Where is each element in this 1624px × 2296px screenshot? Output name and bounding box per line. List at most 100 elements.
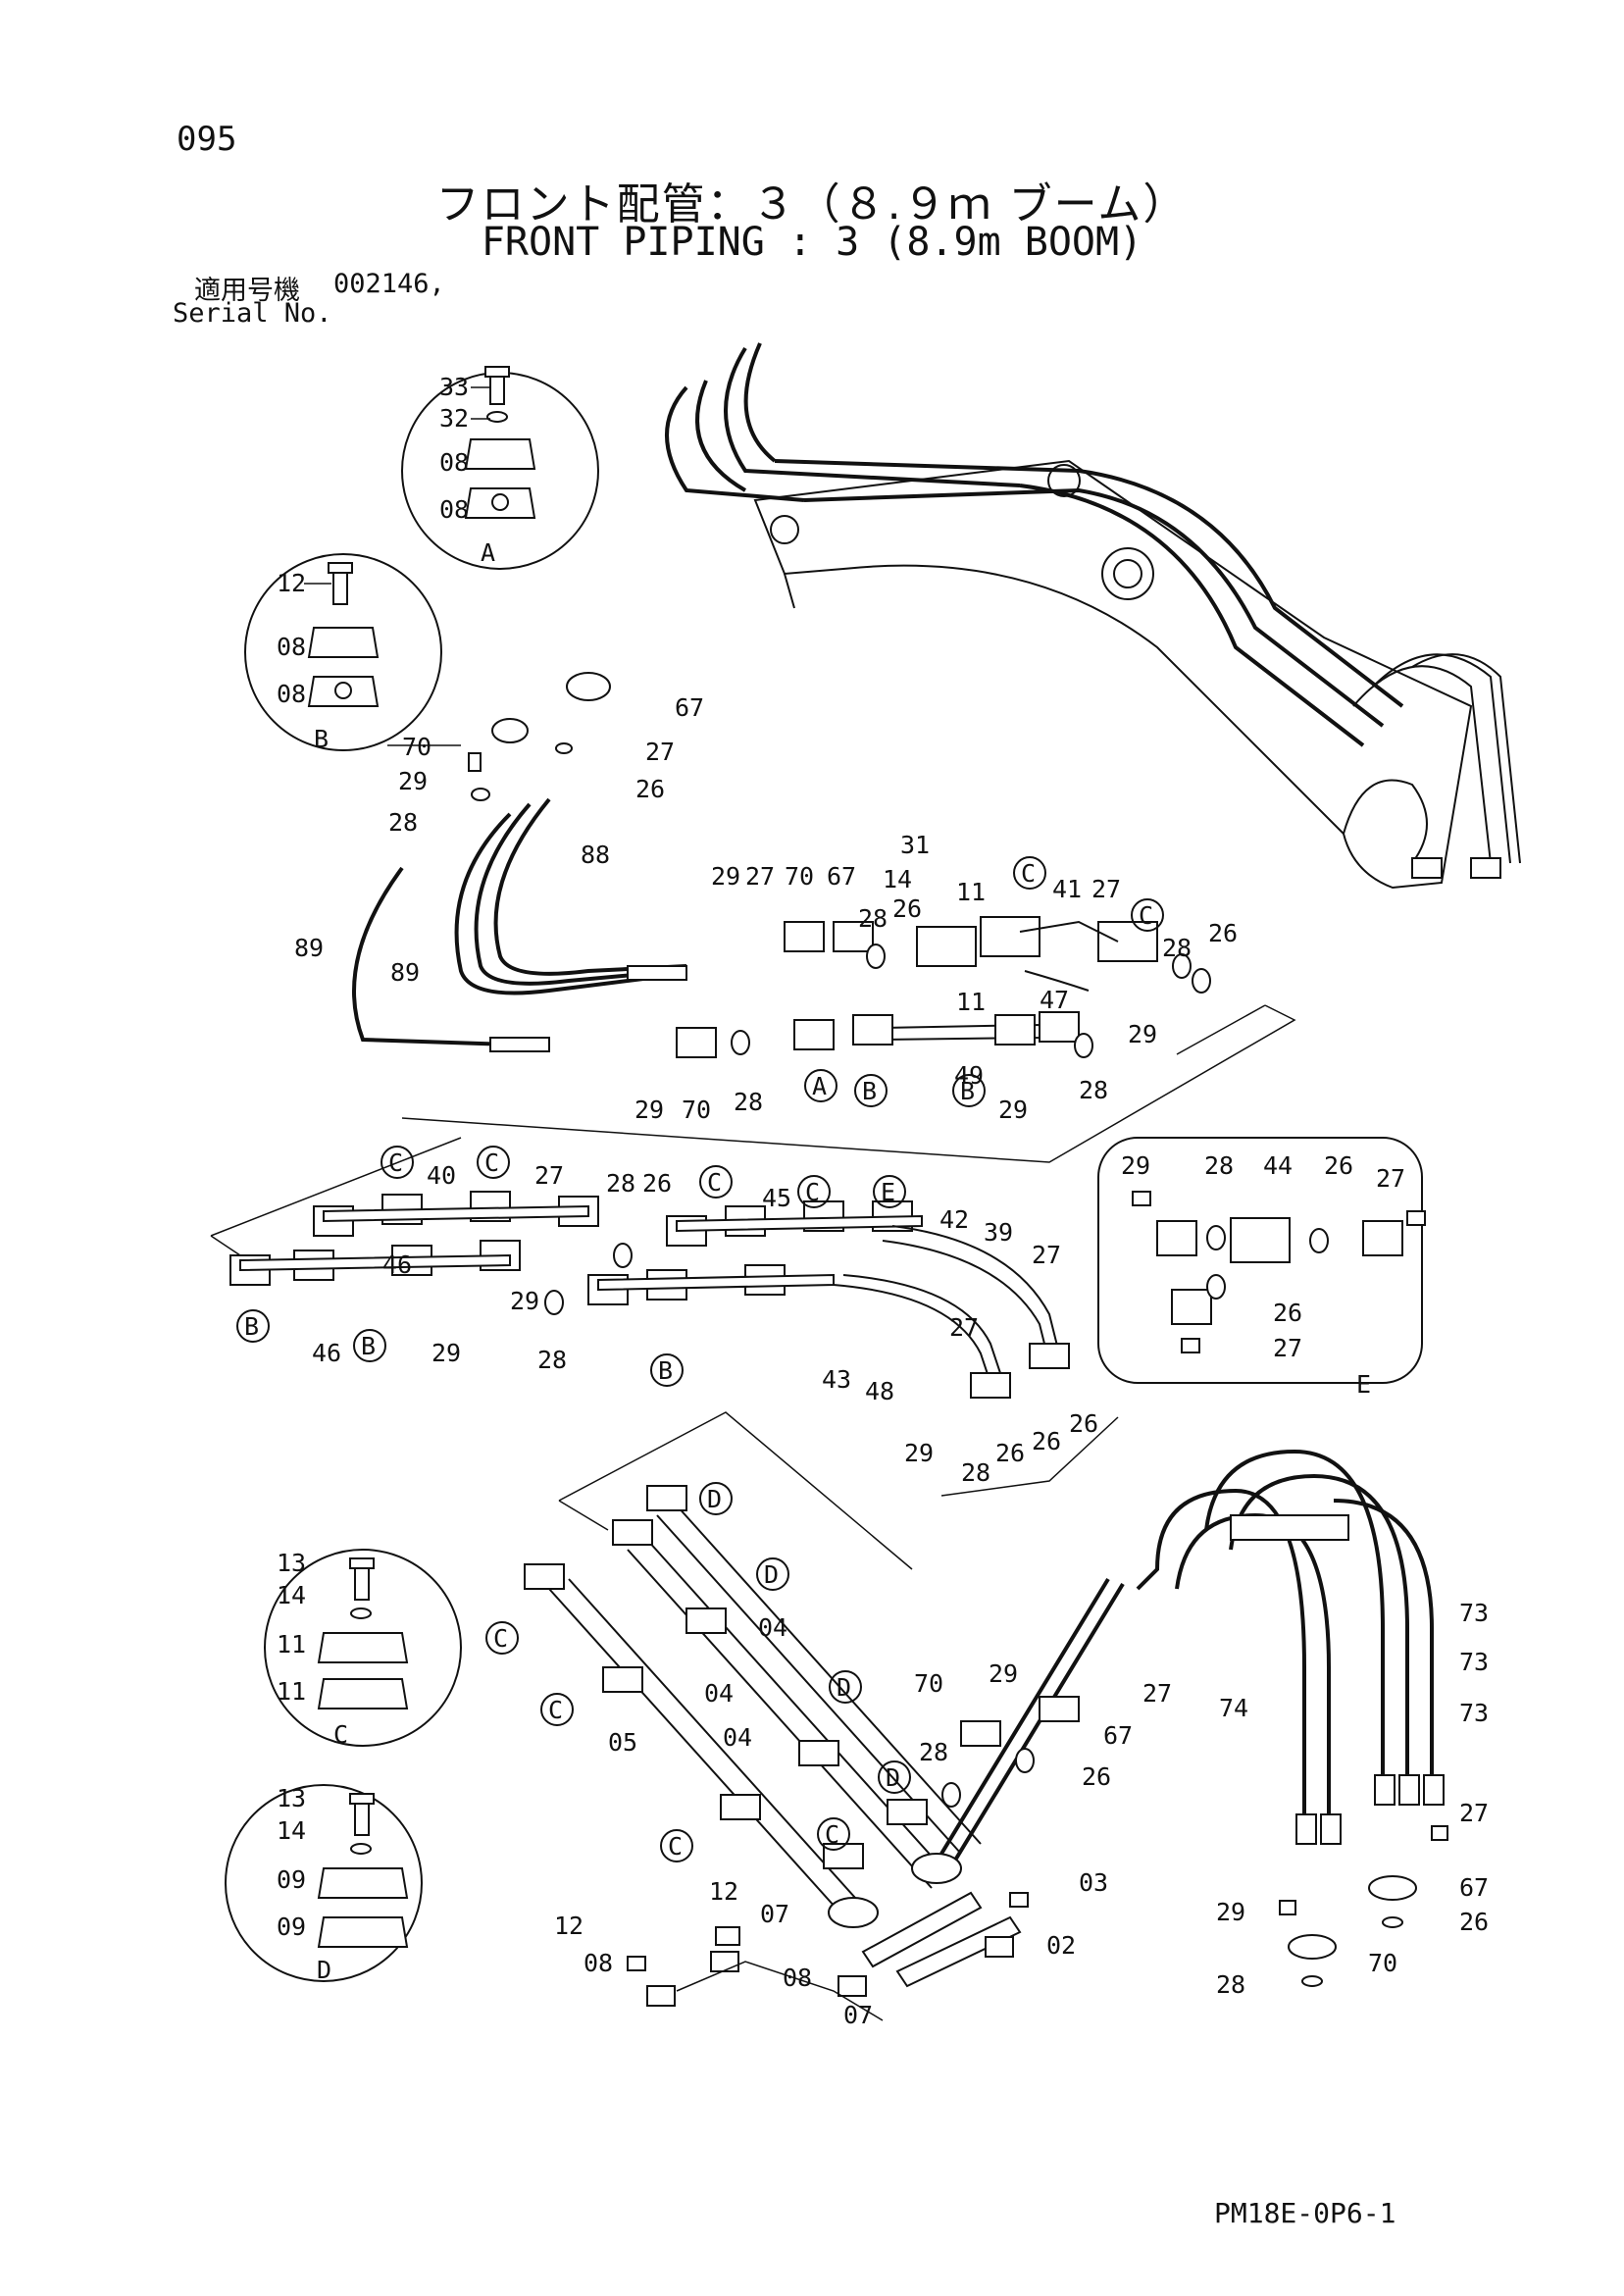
document-code: PM18E-0P6-1 (1214, 2197, 1396, 2229)
right-label-67: 67 (1459, 1873, 1489, 1902)
lower-mid-label-29: 29 (989, 1659, 1018, 1688)
lower-mid-label-28: 28 (919, 1738, 948, 1766)
lower-callout-d-1: D (707, 1485, 722, 1513)
mid-label-29: 29 (510, 1287, 539, 1315)
mid-label-26e: 26 (1069, 1409, 1098, 1438)
upper-manifold: 29 27 70 67 31 14 11 11 28 26 41 27 47 2… (634, 831, 1238, 1124)
callout-c-2: C (1139, 901, 1153, 930)
detail-b-label-08-lower: 08 (277, 680, 306, 708)
mid-label-28c: 28 (961, 1458, 990, 1487)
mid-label-27c: 27 (949, 1313, 979, 1342)
detail-e-label-26b: 26 (1273, 1299, 1302, 1327)
lower-mid-label-27: 27 (1142, 1679, 1172, 1708)
detail-d-letter: D (317, 1956, 331, 1984)
mid-label-45: 45 (762, 1184, 791, 1212)
mid-callout-b-2: B (361, 1332, 376, 1360)
lower-callout-d-4: D (886, 1763, 900, 1792)
upper-label-29: 29 (398, 767, 428, 795)
right-label-28: 28 (1216, 1970, 1245, 1999)
mid-label-46-lower: 46 (312, 1339, 341, 1367)
lower-label-12-a: 12 (709, 1877, 738, 1906)
middle-piping-panel: 40 27 28 26 46 29 28 46 29 45 42 39 27 2… (210, 1137, 1119, 1497)
detail-d-label-09-upper: 09 (277, 1865, 306, 1894)
manifold-label-31: 31 (900, 831, 930, 859)
manifold-label-29d: 29 (634, 1096, 664, 1124)
lower-mid-label-67: 67 (1103, 1721, 1133, 1750)
detail-b: 12 08 08 B (244, 553, 442, 753)
upper-label-67: 67 (675, 693, 704, 722)
upper-label-26: 26 (635, 775, 665, 803)
mid-label-46-upper: 46 (382, 1250, 412, 1279)
right-label-73-a: 73 (1459, 1599, 1489, 1627)
manifold-label-26b: 26 (1208, 919, 1238, 947)
lower-piping-panel: 04 04 04 05 12 12 07 08 08 07 02 03 D D … (485, 1411, 1108, 2029)
mid-label-26d: 26 (1032, 1427, 1061, 1455)
serial-number-value: 002146, (333, 269, 445, 299)
callout-c-1: C (1021, 859, 1036, 888)
lower-callout-c-4: C (825, 1820, 839, 1849)
manifold-label-29: 29 (711, 862, 740, 891)
detail-e-label-28: 28 (1204, 1151, 1234, 1180)
detail-e-label-29: 29 (1121, 1151, 1150, 1180)
detail-e-label-27: 27 (1376, 1164, 1405, 1193)
lower-mid-label-70: 70 (914, 1669, 943, 1698)
detail-e: 29 28 44 26 27 26 27 E (1097, 1137, 1426, 1399)
manifold-label-14: 14 (883, 865, 912, 893)
detail-d: 13 14 09 09 D (225, 1784, 423, 1984)
title-japanese: フロント配管：３（８.９ｍ ブーム） (435, 179, 1189, 230)
mid-label-43: 43 (822, 1365, 851, 1394)
right-label-73-b: 73 (1459, 1648, 1489, 1676)
manifold-label-41: 41 (1052, 875, 1082, 903)
right-label-70: 70 (1368, 1949, 1397, 1977)
detail-a-label-08-lower: 08 (439, 495, 469, 524)
mid-label-28b: 28 (537, 1346, 567, 1374)
detail-e-label-26: 26 (1324, 1151, 1353, 1180)
lower-callout-c-2: C (548, 1696, 563, 1724)
manifold-label-11-lower: 11 (956, 988, 986, 1016)
mid-callout-b-3: B (658, 1356, 673, 1385)
detail-e-label-27b: 27 (1273, 1334, 1302, 1362)
right-label-27: 27 (1459, 1799, 1489, 1827)
detail-e-letter: E (1356, 1370, 1371, 1399)
lower-callout-d-3: D (837, 1673, 851, 1702)
mid-callout-b-1: B (244, 1312, 259, 1341)
detail-c-label-11-upper: 11 (277, 1630, 306, 1658)
lower-label-04-a: 04 (758, 1613, 787, 1642)
title-english: FRONT PIPING : 3 (8.9m BOOM) (481, 220, 1143, 265)
manifold-label-70: 70 (785, 862, 814, 891)
upper-label-28: 28 (388, 808, 418, 837)
mid-label-48: 48 (865, 1377, 894, 1405)
manifold-label-28d: 28 (734, 1088, 763, 1116)
detail-b-label-12: 12 (277, 569, 306, 597)
mid-label-42: 42 (939, 1205, 969, 1234)
lower-right-hoses: 73 73 73 74 27 67 26 29 70 28 (1136, 1449, 1489, 1999)
detail-b-letter: B (314, 725, 329, 753)
upper-label-89-mid: 89 (390, 958, 420, 987)
mid-label-28: 28 (606, 1169, 635, 1198)
detail-c: 13 14 11 11 C (264, 1549, 462, 1749)
lower-label-07-b: 07 (843, 2001, 873, 2029)
detail-a-label-08-upper: 08 (439, 448, 469, 477)
mid-label-29c: 29 (904, 1439, 934, 1467)
mid-label-40: 40 (427, 1161, 456, 1190)
manifold-label-28b: 28 (1162, 934, 1192, 962)
mid-callout-c-3: C (707, 1168, 722, 1197)
page-number: 095 (177, 120, 237, 159)
lower-label-07-a: 07 (760, 1900, 789, 1928)
mid-label-26c: 26 (995, 1439, 1025, 1467)
manifold-label-70b: 70 (682, 1096, 711, 1124)
detail-d-label-09-lower: 09 (277, 1913, 306, 1941)
lower-callout-c-1: C (493, 1624, 508, 1653)
detail-d-label-14: 14 (277, 1816, 306, 1845)
serial-label-english: Serial No. (173, 298, 332, 329)
manifold-label-28: 28 (858, 904, 888, 933)
manifold-label-67: 67 (827, 862, 856, 891)
upper-label-70: 70 (402, 733, 431, 761)
manifold-label-29c: 29 (998, 1096, 1028, 1124)
lower-label-03: 03 (1079, 1868, 1108, 1897)
manifold-label-47: 47 (1040, 986, 1069, 1014)
lower-mid-label-26: 26 (1082, 1762, 1111, 1791)
detail-c-letter: C (333, 1720, 348, 1749)
detail-e-label-44: 44 (1263, 1151, 1293, 1180)
